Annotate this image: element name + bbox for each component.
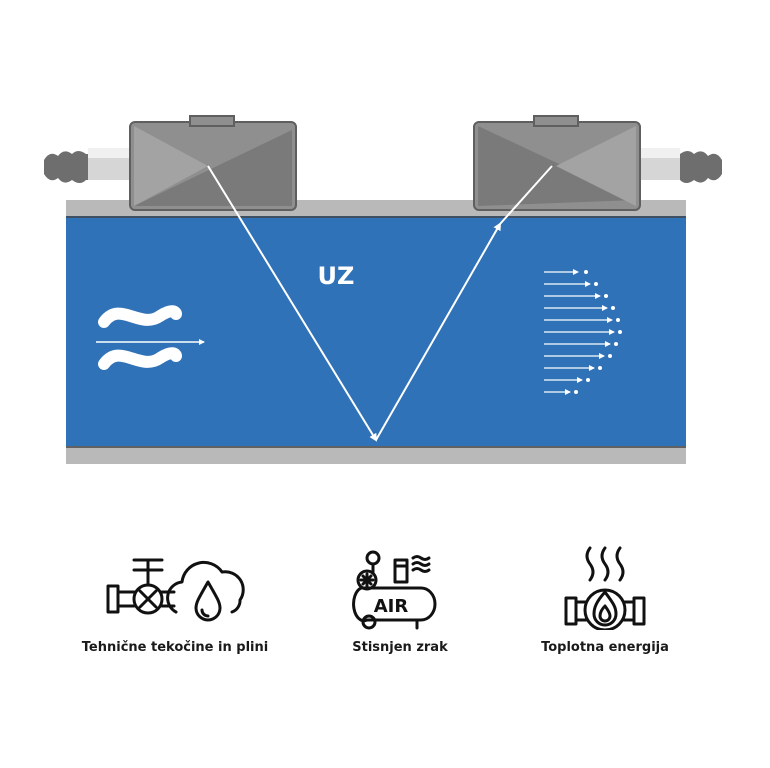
application-label: Toplotna energija [541,640,669,655]
flowmeter-diagram: UZ [44,115,722,464]
right-transducer [473,115,722,211]
left-transducer [44,115,297,211]
ultrasonic-signal-path [207,165,378,442]
svg-text:AIR: AIR [374,596,409,617]
pipe-wall-bottom [66,446,686,464]
air-compressor-icon: AIR [352,550,437,630]
application-label: Tehnične tekočine in plini [81,640,269,655]
valve-cloud-drop-icon [106,558,245,622]
application-label: Stisnjen zrak [352,640,448,655]
application-technical-fluids: Tehnične tekočine in plini [55,540,295,655]
velocity-profile-icon [544,269,622,395]
heated-pipe-flame-icon [564,546,646,630]
uz-label: UZ [318,262,355,290]
application-thermal-energy: Toplotna energija [485,540,725,655]
application-compressed-air: AIR Stisnjen zrak [280,540,520,655]
flow-waves-icon [96,305,205,370]
